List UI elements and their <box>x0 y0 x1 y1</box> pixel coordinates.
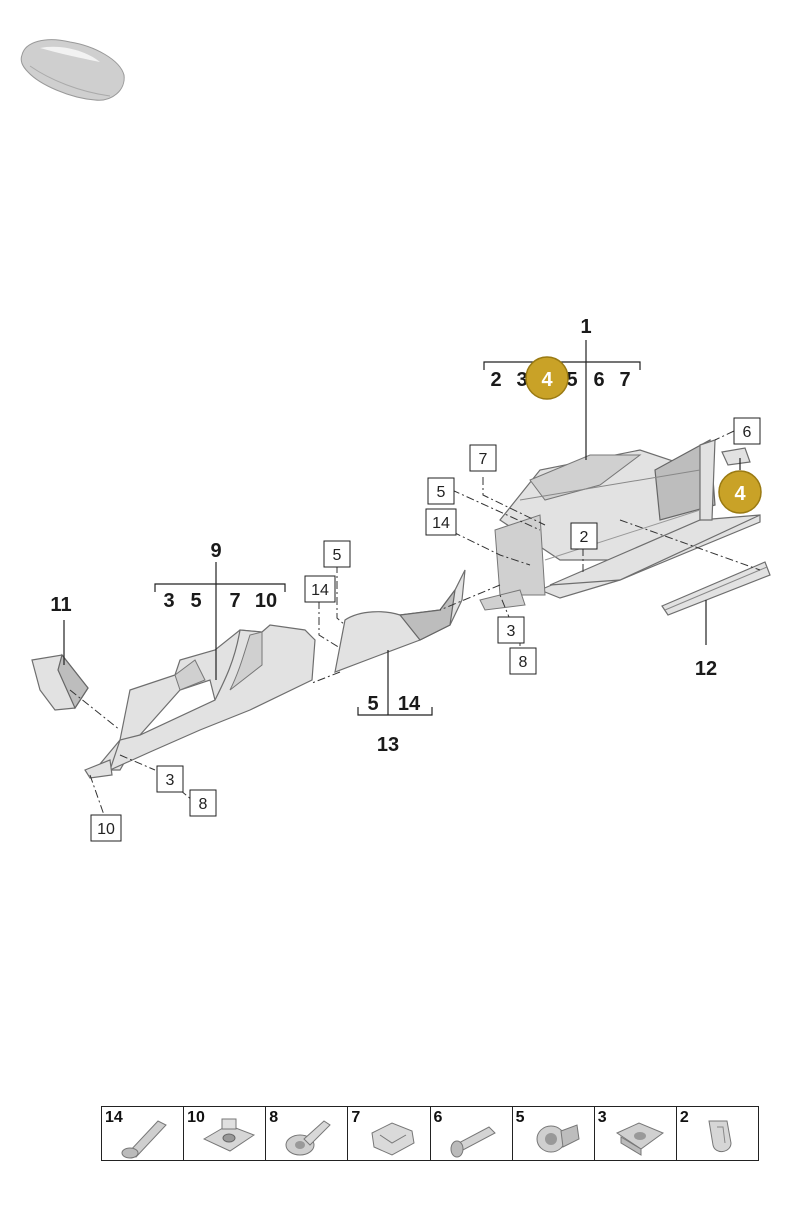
fastener-cell-7[interactable]: 7 <box>348 1107 431 1160</box>
boxed-label-14a[interactable]: 14 <box>425 508 457 536</box>
boxed-label-5b[interactable]: 5 <box>323 540 351 568</box>
svg-text:5: 5 <box>333 547 342 564</box>
fastener-cell-2[interactable]: 2 <box>677 1107 758 1160</box>
svg-text:8: 8 <box>199 796 208 813</box>
sub-6[interactable]: 6 <box>593 369 604 391</box>
boxed-label-3b[interactable]: 3 <box>156 765 184 793</box>
sub-7[interactable]: 7 <box>229 590 240 612</box>
vehicle-thumbnail-icon <box>20 39 125 101</box>
boxed-label-3a[interactable]: 3 <box>497 616 525 644</box>
svg-text:3: 3 <box>166 772 175 789</box>
svg-text:14: 14 <box>432 515 450 532</box>
hotspot-part-4-right[interactable]: 4 <box>718 470 762 514</box>
sub-5[interactable]: 5 <box>367 693 378 715</box>
clip-nut-icon <box>203 1118 256 1152</box>
boxed-label-8b[interactable]: 8 <box>189 789 217 817</box>
sub-7[interactable]: 7 <box>619 369 630 391</box>
expansion-rivet-icon <box>450 1126 496 1158</box>
callout-13-sublist: 5 14 <box>367 693 421 715</box>
cage-nut-icon <box>615 1122 664 1156</box>
boxed-label-2[interactable]: 2 <box>570 522 598 550</box>
fastener-table: 14 10 8 7 6 5 <box>101 1106 759 1161</box>
callout-11[interactable]: 11 <box>50 594 71 616</box>
hotspot-part-4-top[interactable]: 4 <box>525 356 569 400</box>
sub-3[interactable]: 3 <box>163 590 174 612</box>
callout-12[interactable]: 12 <box>695 658 717 680</box>
knee-panel-part <box>334 569 466 673</box>
svg-text:6: 6 <box>743 424 752 441</box>
svg-text:5: 5 <box>437 484 446 501</box>
fastener-cell-8[interactable]: 8 <box>266 1107 349 1160</box>
end-cover-part <box>31 653 89 711</box>
trim-strip-part <box>661 561 771 616</box>
boxed-label-14b[interactable]: 14 <box>304 575 336 603</box>
svg-text:4: 4 <box>734 483 746 505</box>
boxed-label-5a[interactable]: 5 <box>427 477 455 505</box>
svg-text:14: 14 <box>311 582 329 599</box>
callout-1[interactable]: 1 <box>580 316 591 338</box>
u-clip-icon <box>708 1120 732 1152</box>
callout-1-sublist: 2 3 5 6 7 <box>490 369 630 391</box>
plug-nut-icon <box>536 1124 580 1153</box>
svg-text:4: 4 <box>541 369 553 391</box>
sub-10[interactable]: 10 <box>255 590 277 612</box>
callout-9[interactable]: 9 <box>210 540 221 562</box>
callout-9-sublist: 3 5 7 10 <box>163 590 277 612</box>
boxed-label-7[interactable]: 7 <box>469 444 497 472</box>
screw-icon <box>285 1120 332 1156</box>
boxed-label-8a[interactable]: 8 <box>509 647 537 675</box>
fastener-cell-10[interactable]: 10 <box>184 1107 267 1160</box>
fastener-cell-5[interactable]: 5 <box>513 1107 595 1160</box>
sub-2[interactable]: 2 <box>490 369 501 391</box>
sub-3[interactable]: 3 <box>516 369 527 391</box>
fastener-cell-6[interactable]: 6 <box>431 1107 513 1160</box>
spring-clip-icon <box>371 1122 415 1156</box>
boxed-label-6[interactable]: 6 <box>733 417 761 445</box>
svg-text:2: 2 <box>580 529 589 546</box>
sub-14[interactable]: 14 <box>398 693 421 715</box>
lower-trim-part <box>84 624 316 779</box>
sub-5[interactable]: 5 <box>190 590 201 612</box>
svg-text:10: 10 <box>97 821 115 838</box>
sub-5[interactable]: 5 <box>566 369 577 391</box>
svg-text:3: 3 <box>507 623 516 640</box>
boxed-label-10[interactable]: 10 <box>90 814 122 842</box>
glove-box-part <box>479 439 761 611</box>
push-pin-icon <box>121 1120 167 1159</box>
svg-text:7: 7 <box>479 451 488 468</box>
fastener-cell-3[interactable]: 3 <box>595 1107 677 1160</box>
callout-13[interactable]: 13 <box>377 734 399 756</box>
callout-1-label: 1 <box>580 316 591 338</box>
fastener-cell-14[interactable]: 14 <box>102 1107 185 1160</box>
svg-text:8: 8 <box>519 654 528 671</box>
